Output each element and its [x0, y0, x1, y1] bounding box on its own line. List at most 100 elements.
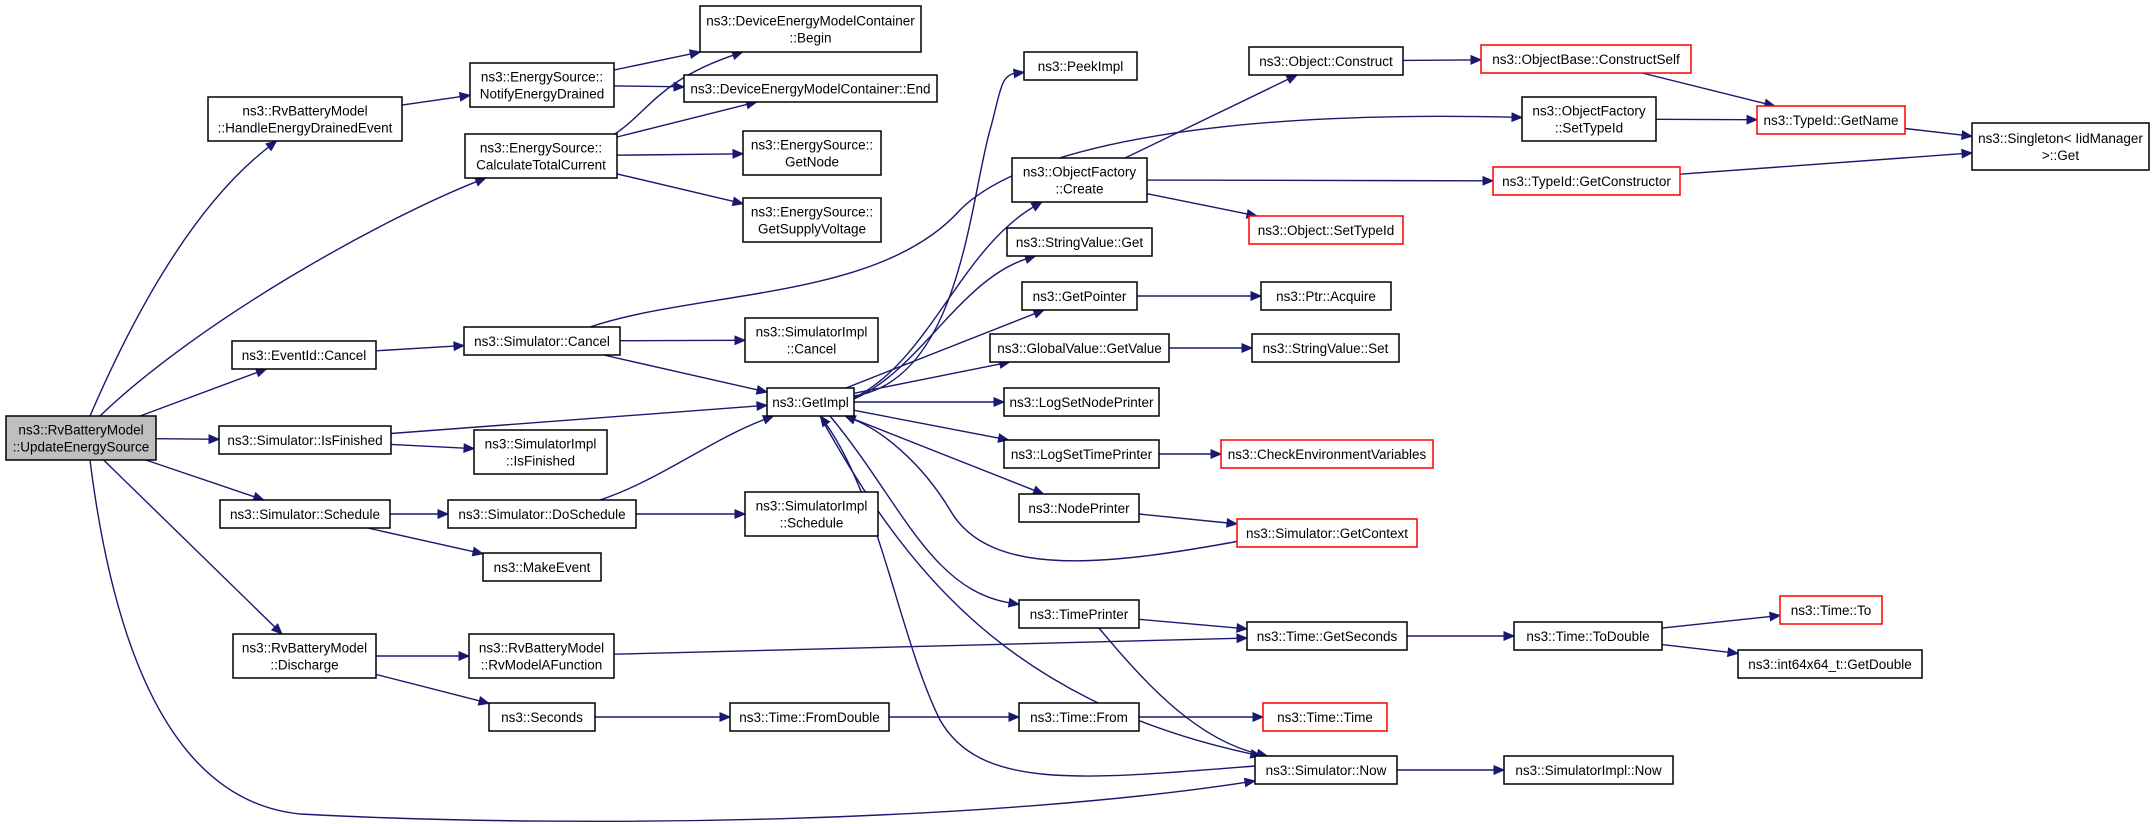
node-getPointer[interactable]: ns3::GetPointer	[1021, 281, 1138, 311]
node-simImplNow[interactable]: ns3::SimulatorImpl::Now	[1503, 755, 1674, 785]
node-int64GetDouble[interactable]: ns3::int64x64_t::GetDouble	[1737, 649, 1923, 679]
node-objectSetTypeId[interactable]: ns3::Object::SetTypeId	[1248, 215, 1404, 245]
edge-simSchedule-to-makeEvent	[367, 527, 485, 557]
node-box	[1756, 105, 1906, 135]
node-objectConstruct[interactable]: ns3::Object::Construct	[1248, 46, 1404, 76]
edge-typeIdGetConstructor-to-singletonGet	[1679, 148, 1974, 175]
node-globalValueGetValue[interactable]: ns3::GlobalValue::GetValue	[989, 333, 1170, 363]
node-makeEvent[interactable]: ns3::MakeEvent	[482, 552, 602, 582]
node-simDoSchedule[interactable]: ns3::Simulator::DoSchedule	[447, 499, 637, 529]
node-label: ns3::RvBatteryModel	[242, 104, 367, 119]
edge-objectConstruct-to-objectBaseConstructSelf	[1402, 54, 1483, 65]
edge-discharge-to-rvModelAFunction	[376, 651, 471, 661]
node-typeIdGetName[interactable]: ns3::TypeId::GetName	[1756, 105, 1906, 135]
edge-logSetTimePrinter-to-checkEnvVars	[1159, 449, 1223, 459]
node-box	[742, 130, 882, 176]
node-seconds[interactable]: ns3::Seconds	[488, 702, 596, 732]
node-singletonGet[interactable]: ns3::Singleton< IidManager>::Get	[1971, 122, 2150, 171]
node-discharge[interactable]: ns3::RvBatteryModel::Discharge	[232, 633, 377, 679]
node-eventIdCancel[interactable]: ns3::EventId::Cancel	[231, 340, 377, 370]
node-box	[989, 333, 1170, 363]
node-ofCreate[interactable]: ns3::ObjectFactory::Create	[1011, 157, 1148, 203]
node-label: CalculateTotalCurrent	[476, 158, 606, 173]
node-box	[1236, 518, 1418, 548]
node-label: ns3::Time::From	[1030, 710, 1128, 725]
node-label: ns3::Singleton< IidManager	[1978, 131, 2143, 146]
edge-timePrinter-to-timeGetSeconds	[1138, 618, 1249, 633]
edge-globalValueGetValue-to-stringValueSet	[1169, 343, 1254, 353]
edge-objectBaseConstructSelf-to-typeIdGetName	[1642, 72, 1777, 109]
node-label: GetNode	[785, 155, 839, 170]
node-simImplIsFinished[interactable]: ns3::SimulatorImpl::IsFinished	[473, 429, 608, 475]
node-stringValueGet[interactable]: ns3::StringValue::Get	[1006, 227, 1153, 257]
node-label: ns3::Object::SetTypeId	[1258, 223, 1395, 238]
node-stringValueSet[interactable]: ns3::StringValue::Set	[1251, 333, 1400, 363]
node-box	[1018, 599, 1140, 629]
node-updateEnergySource[interactable]: ns3::RvBatteryModel::UpdateEnergySource	[5, 415, 157, 461]
node-timeFromDouble[interactable]: ns3::Time::FromDouble	[729, 702, 890, 732]
node-simGetContext[interactable]: ns3::Simulator::GetContext	[1236, 518, 1418, 548]
node-timeTo[interactable]: ns3::Time::To	[1779, 595, 1883, 625]
edge-simCancel-to-simImplCancel	[619, 335, 747, 346]
node-box	[1251, 333, 1400, 363]
node-simImplSchedule[interactable]: ns3::SimulatorImpl::Schedule	[744, 491, 879, 537]
node-label: ns3::SimulatorImpl::Now	[1515, 763, 1662, 778]
node-ofSetTypeId[interactable]: ns3::ObjectFactory::SetTypeId	[1521, 96, 1657, 142]
edge-timePrinter-to-simNow	[1098, 627, 1269, 759]
node-rvModelAFunction[interactable]: ns3::RvBatteryModel::RvModelAFunction	[468, 633, 615, 679]
node-label: ns3::EnergySource::	[481, 70, 603, 85]
node-ptrAcquire[interactable]: ns3::Ptr::Acquire	[1260, 281, 1392, 311]
edge-updateEnergySource-to-simIsFinished	[155, 434, 221, 445]
edge-typeIdGetName-to-singletonGet	[1904, 127, 1974, 140]
node-timeTime[interactable]: ns3::Time::Time	[1262, 702, 1388, 732]
node-label: ns3::TimePrinter	[1030, 607, 1129, 622]
node-box	[1023, 51, 1138, 81]
node-timePrinter[interactable]: ns3::TimePrinter	[1018, 599, 1140, 629]
node-peekImpl[interactable]: ns3::PeekImpl	[1023, 51, 1138, 81]
node-simSchedule[interactable]: ns3::Simulator::Schedule	[219, 499, 391, 529]
node-label: ns3::GetPointer	[1033, 289, 1127, 304]
node-notifyEnergyDrained[interactable]: ns3::EnergySource::NotifyEnergyDrained	[469, 62, 615, 108]
node-simCancel[interactable]: ns3::Simulator::Cancel	[463, 326, 621, 356]
node-simNow[interactable]: ns3::Simulator::Now	[1254, 755, 1398, 785]
node-box	[1021, 281, 1138, 311]
edge-handleEnergyDrained-to-notifyEnergyDrained	[401, 91, 472, 106]
node-checkEnvVars[interactable]: ns3::CheckEnvironmentVariables	[1220, 439, 1434, 469]
node-box	[207, 96, 403, 142]
node-getSupplyVoltage[interactable]: ns3::EnergySource::GetSupplyVoltage	[742, 197, 882, 243]
edge-rvModelAFunction-to-timeGetSeconds	[613, 633, 1249, 655]
node-getImpl[interactable]: ns3::GetImpl	[766, 387, 855, 417]
node-label: ns3::EnergySource::	[751, 205, 873, 220]
node-label: ::IsFinished	[506, 454, 575, 469]
node-label: ns3::Simulator::DoSchedule	[458, 507, 625, 522]
node-timeGetSeconds[interactable]: ns3::Time::GetSeconds	[1246, 621, 1408, 651]
edge-seconds-to-timeFromDouble	[595, 712, 732, 722]
node-simImplCancel[interactable]: ns3::SimulatorImpl::Cancel	[744, 317, 879, 363]
node-timeFrom[interactable]: ns3::Time::From	[1018, 702, 1140, 732]
node-timeToDouble[interactable]: ns3::Time::ToDouble	[1513, 621, 1663, 651]
node-objectBaseConstructSelf[interactable]: ns3::ObjectBase::ConstructSelf	[1480, 44, 1692, 74]
edges-layer	[89, 49, 1974, 823]
node-typeIdGetConstructor[interactable]: ns3::TypeId::GetConstructor	[1492, 166, 1681, 196]
node-label: ns3::SimulatorImpl	[485, 437, 597, 452]
node-label: ns3::SimulatorImpl	[756, 325, 868, 340]
node-label: ::Schedule	[780, 516, 844, 531]
node-logSetTimePrinter[interactable]: ns3::LogSetTimePrinter	[1003, 439, 1160, 469]
node-label: ::Create	[1055, 182, 1103, 197]
node-logSetNodePrinter[interactable]: ns3::LogSetNodePrinter	[1003, 387, 1160, 417]
node-label: ns3::Time::ToDouble	[1526, 629, 1649, 644]
node-calculateTotalCurrent[interactable]: ns3::EnergySource::CalculateTotalCurrent	[464, 133, 618, 179]
node-getNode[interactable]: ns3::EnergySource::GetNode	[742, 130, 882, 176]
node-handleEnergyDrained[interactable]: ns3::RvBatteryModel::HandleEnergyDrained…	[207, 96, 403, 142]
node-box	[766, 387, 855, 417]
edge-calculateTotalCurrent-to-getNode	[616, 148, 745, 159]
node-nodePrinter[interactable]: ns3::NodePrinter	[1018, 493, 1140, 523]
node-demcEnd[interactable]: ns3::DeviceEnergyModelContainer::End	[683, 74, 938, 103]
node-label: ::SetTypeId	[1555, 121, 1623, 136]
node-box	[1006, 227, 1153, 257]
node-simIsFinished[interactable]: ns3::Simulator::IsFinished	[218, 425, 392, 455]
edge-simCancel-to-ofSetTypeId	[589, 112, 1524, 328]
node-box	[1492, 166, 1681, 196]
node-label: ns3::Simulator::Schedule	[230, 507, 380, 522]
node-demcBegin[interactable]: ns3::DeviceEnergyModelContainer::Begin	[699, 5, 922, 53]
